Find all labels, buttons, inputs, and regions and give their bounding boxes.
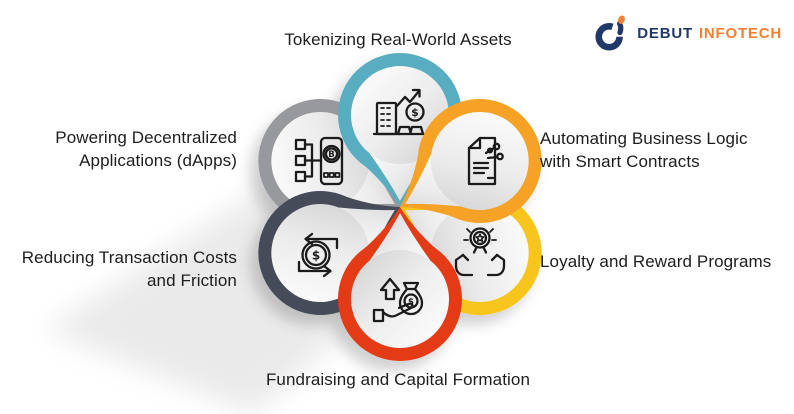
label-line: Reducing Transaction Costs [21, 248, 237, 267]
reward-hands-icon [454, 227, 506, 277]
label-line: Powering Decentralized [55, 128, 237, 147]
fundraising-hand-icon: $ [372, 277, 424, 323]
label-dapps: Powering Decentralized Applications (dAp… [17, 126, 237, 172]
label-line: Automating Business Logic [540, 129, 748, 148]
label-fundraising: Fundraising and Capital Formation [218, 368, 578, 391]
label-line: Tokenizing Real-World Assets [284, 30, 512, 49]
svg-text:$: $ [411, 106, 419, 119]
dollar-exchange-icon: $ [297, 232, 339, 278]
label-line: and Friction [146, 271, 237, 290]
debut-infotech-logo: DEBUT INFOTECH [594, 14, 782, 52]
label-transaction-costs: Reducing Transaction Costs and Friction [7, 246, 237, 292]
logo-wordmark: DEBUT INFOTECH [637, 25, 782, 42]
label-smart-contracts: Automating Business Logic with Smart Con… [540, 127, 780, 173]
petal-disc [430, 112, 529, 210]
logo-brand-primary: DEBUT [637, 24, 693, 42]
logo-brand-secondary: INFOTECH [698, 24, 782, 42]
svg-text:$: $ [312, 249, 320, 263]
label-tokenizing: Tokenizing Real-World Assets [218, 28, 578, 51]
smart-contract-icon [467, 136, 504, 186]
label-line: with Smart Contracts [540, 152, 700, 171]
building-growth-icon: $ [372, 88, 425, 136]
petal-smart-contracts [400, 99, 542, 223]
label-line: Loyalty and Reward Programs [540, 252, 772, 271]
label-line: Applications (dApps) [79, 151, 237, 170]
label-line: Fundraising and Capital Formation [265, 370, 531, 389]
label-loyalty: Loyalty and Reward Programs [540, 250, 790, 273]
phone-blockchain-icon: B [294, 136, 344, 186]
debut-d-logo-icon [595, 15, 626, 51]
svg-text:B: B [328, 150, 334, 160]
